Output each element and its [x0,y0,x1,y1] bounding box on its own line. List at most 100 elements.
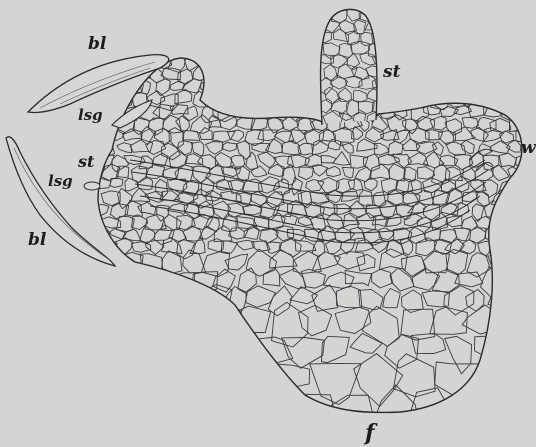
cell [520,166,536,181]
cell [440,107,458,117]
cell [162,251,182,273]
label-lsg-top: lsg [78,108,103,123]
cell [374,33,387,47]
cell [103,90,117,102]
cell [438,81,456,93]
cell [243,106,261,118]
cell [348,179,363,191]
cell [509,328,536,365]
cell [416,65,429,83]
cell [333,127,354,146]
cell [390,268,414,291]
cell [131,188,150,202]
cell [107,308,140,336]
cell [500,81,515,98]
cell [306,180,324,192]
cell [506,188,520,207]
cell [156,79,171,96]
cell [220,115,237,130]
cell [467,253,490,278]
cell [524,267,536,290]
cell [229,356,278,393]
cell [117,143,132,153]
cell [370,164,389,179]
label-f: f [365,422,374,444]
cell [228,55,246,69]
cell [140,226,155,244]
cell [481,357,516,403]
cell [515,229,529,242]
cell [515,358,536,400]
cell [485,225,500,241]
cell [263,268,280,286]
cell [298,191,312,208]
cell [213,269,236,292]
cell [244,225,259,239]
cell [393,154,412,168]
cell [383,289,401,308]
cell [101,191,120,206]
cell [213,55,233,70]
cell [507,217,522,226]
cell [450,391,490,436]
cell [170,105,188,115]
cell [258,152,276,168]
cell [226,338,248,365]
cell [145,240,163,255]
cell [476,91,493,105]
cell [231,102,244,117]
cell [513,248,536,271]
cell [477,69,492,83]
cell [209,92,223,105]
cell [92,390,125,422]
cell [146,141,166,155]
cell [511,286,536,312]
cell [445,336,472,373]
cell [371,239,389,253]
cell [501,201,517,216]
cell [433,66,449,85]
cell [162,288,184,308]
cell [504,269,526,289]
cell [151,354,197,405]
cell [154,327,197,366]
cell [454,56,474,70]
cell [129,390,179,429]
cell [487,57,504,71]
label-bl-left: bl [28,232,46,249]
cell [112,155,129,172]
cell [472,204,484,222]
cell [127,273,150,292]
cell [223,143,237,152]
cell [275,53,293,70]
cell [379,228,394,240]
cell [251,166,267,177]
cell [493,242,513,256]
cell [177,141,193,155]
cell [373,9,387,20]
cell [312,252,340,271]
cell [492,69,507,77]
cell [206,140,223,154]
cell [400,65,419,80]
cell [492,90,510,105]
cell [445,167,462,181]
cell [220,67,236,79]
cell [373,192,386,208]
cell [258,385,293,431]
cell [464,66,481,81]
cell [342,168,353,179]
cell [491,165,509,181]
cell [514,177,530,190]
cell [279,364,310,392]
cell [267,67,284,86]
cell [312,140,328,154]
cell [362,306,399,346]
cell [289,130,307,144]
cell [470,79,487,95]
cell [439,53,455,66]
cell [386,90,403,107]
cell [221,191,242,202]
cell [500,54,512,67]
